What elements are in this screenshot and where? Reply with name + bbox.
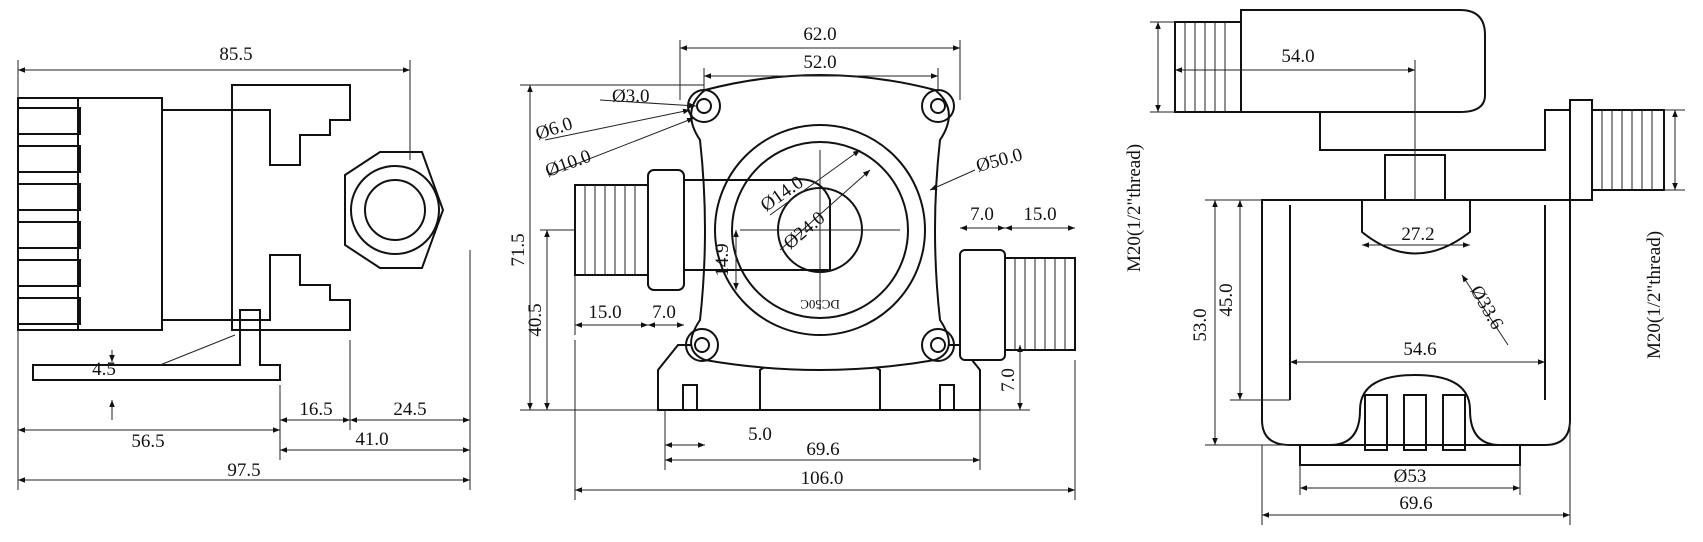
- front-dim-d6.0: Ø6.0: [533, 113, 575, 145]
- rear-body-inner: [1289, 205, 1546, 400]
- side-dim-4.5: 4.5: [92, 359, 116, 380]
- rear-right-thread-lines: [1601, 110, 1653, 190]
- side-dim-56.5: 56.5: [131, 431, 164, 452]
- rear-foot: [1299, 444, 1521, 466]
- front-left-thread-lines: [584, 185, 636, 275]
- rear-dim-69.6: 69.6: [1399, 493, 1432, 514]
- front-volute-inner: [731, 141, 909, 319]
- side-dim-97.5: 97.5: [227, 460, 260, 481]
- side-dim-85.5: 85.5: [219, 44, 252, 65]
- side-dim-16.5: 16.5: [299, 399, 332, 420]
- rear-right-thread: [1591, 109, 1665, 191]
- front-dim-62.0: 62.0: [803, 24, 836, 45]
- front-dim-d3.0: Ø3.0: [612, 86, 649, 107]
- front-right-nut: [959, 249, 1006, 361]
- front-right-thread-lines: [1014, 258, 1066, 350]
- rear-foot-ribs: [1364, 394, 1466, 451]
- front-dim-7.0b: 7.0: [652, 302, 676, 323]
- side-motor-cap: [17, 97, 79, 331]
- side-view: 85.5 4.5 16.5 24.5 56.5 41.0 97.5: [17, 44, 471, 490]
- side-foot-brace: [159, 334, 236, 366]
- rear-dim-m20-left: M20(1/2"thread): [1124, 144, 1145, 272]
- side-cooling-fins: [17, 107, 81, 325]
- rear-dim-45.0: 45.0: [1216, 283, 1237, 316]
- rear-right-collar: [1569, 99, 1593, 201]
- rear-dim-d53: Ø53: [1394, 466, 1427, 487]
- side-dim-24.5: 24.5: [393, 399, 426, 420]
- front-dim-106.0: 106.0: [801, 468, 844, 489]
- rear-leader-33.6: [1461, 274, 1509, 346]
- front-left-thread: [574, 184, 651, 276]
- front-dim-d50.0: Ø50.0: [974, 144, 1025, 176]
- front-leader-6.0: [544, 108, 691, 141]
- front-base-slot-right: [939, 384, 955, 411]
- rear-top-thread-lines: [1184, 22, 1226, 112]
- front-dim-7.0a: 7.0: [970, 204, 994, 225]
- front-view: DC50C 62.0 52.0 Ø3.0: [508, 24, 1076, 500]
- front-leader-14.0: [769, 149, 861, 216]
- front-volute-outer: [714, 124, 926, 336]
- front-leader-24.0: [779, 169, 871, 251]
- side-foot-plate: [32, 309, 281, 381]
- front-dim-7.0c: 7.0: [998, 368, 1019, 392]
- front-dim-71.5: 71.5: [508, 233, 529, 266]
- front-leader-10.0: [547, 117, 695, 176]
- front-base-slot-left: [682, 384, 698, 411]
- rear-dim-53.0: 53.0: [1190, 308, 1211, 341]
- front-leader-50.0: [929, 169, 976, 191]
- side-housing: [161, 109, 233, 321]
- side-outlet-bore: [364, 179, 426, 241]
- rear-top-body: [1240, 9, 1486, 113]
- front-dim-5.0: 5.0: [748, 424, 772, 445]
- front-left-nut: [647, 169, 685, 291]
- front-dim-40.5: 40.5: [525, 303, 546, 336]
- front-dim-15.0a: 15.0: [1023, 204, 1056, 225]
- front-dim-52.0: 52.0: [803, 52, 836, 73]
- rear-top-thread: [1174, 21, 1242, 113]
- rear-bore-arc: [1361, 200, 1471, 255]
- side-outlet-ring: [350, 165, 440, 255]
- front-dim-15.0b: 15.0: [588, 302, 621, 323]
- rear-dim-54.0: 54.0: [1281, 46, 1314, 67]
- rear-dim-27.2: 27.2: [1401, 224, 1434, 245]
- front-left-pipe: [684, 178, 831, 271]
- front-dim-69.6: 69.6: [806, 439, 839, 460]
- front-dim-14.9: 14.9: [712, 243, 733, 276]
- front-leader-3.0: [599, 99, 697, 109]
- rear-dim-54.6: 54.6: [1403, 339, 1436, 360]
- side-bottom-bracket: [231, 254, 351, 331]
- rear-view: 54.0 M20(1/2"thread) 27.2 45.0 53.0 Ø33.…: [1124, 9, 1685, 525]
- front-right-thread: [1004, 257, 1076, 351]
- side-motor-body: [77, 97, 163, 331]
- rear-dim-m20-right: M20(1/2"thread): [1644, 231, 1665, 359]
- front-dim-d10.0: Ø10.0: [543, 146, 594, 182]
- front-logo: DC50C: [800, 297, 840, 312]
- side-top-bracket: [231, 84, 351, 166]
- side-hex-nut: [344, 151, 445, 269]
- side-dim-41.0: 41.0: [355, 429, 388, 450]
